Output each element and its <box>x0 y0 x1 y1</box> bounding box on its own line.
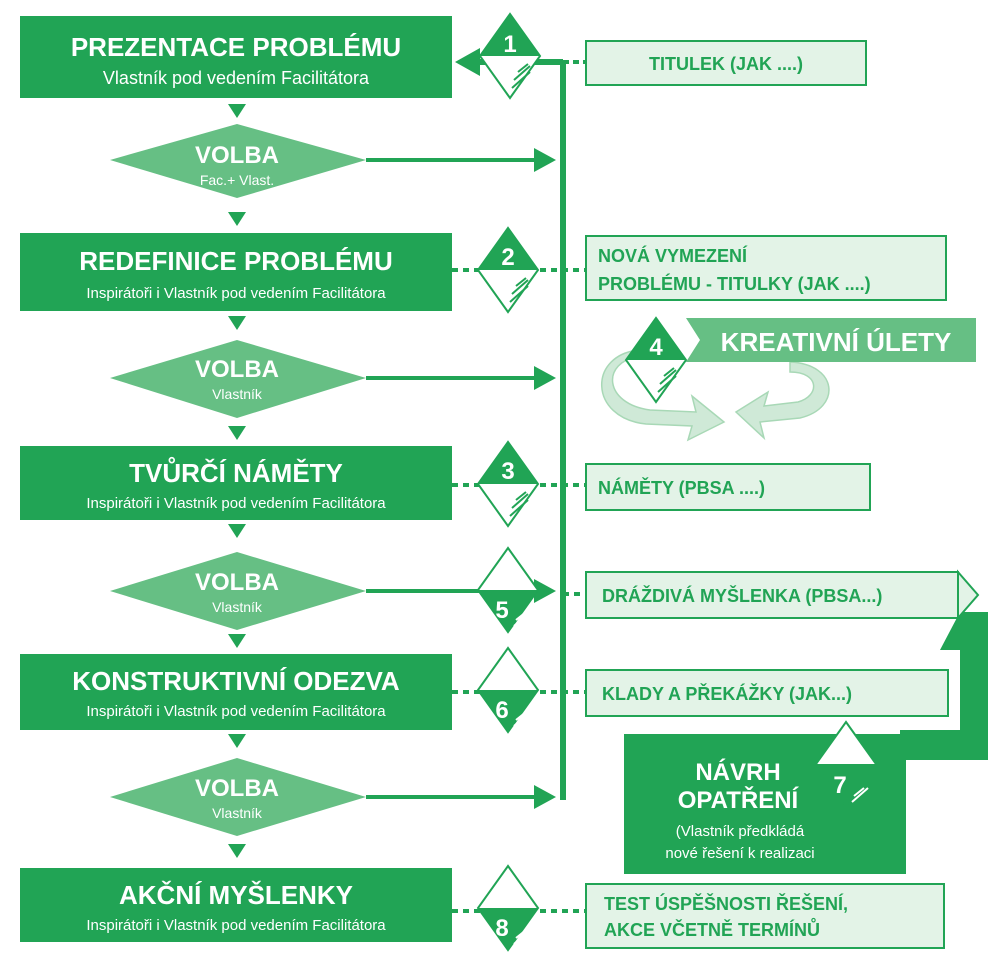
output-text: KLADY A PŘEKÁŽKY (JAK...) <box>602 683 852 704</box>
marker-number: 8 <box>495 915 508 942</box>
down-arrow <box>228 634 246 648</box>
decision-title: VOLBA <box>195 775 279 802</box>
decision-subtitle: Vlastník <box>212 599 263 615</box>
step-box-5: AKČNÍ MYŠLENKY Inspirátoři i Vlastník po… <box>20 868 452 942</box>
step-marker-2: 2 <box>476 226 540 314</box>
down-arrow <box>228 844 246 858</box>
decision-title: VOLBA <box>195 142 279 169</box>
marker-number: 3 <box>501 458 514 485</box>
step-title: PREZENTACE PROBLÉMU <box>71 32 401 62</box>
output-text: DRÁŽDIVÁ MYŠLENKA (PBSA...) <box>602 585 882 606</box>
output-text: NOVÁ VYMEZENÍ <box>598 245 748 266</box>
step-title: TVŮRČÍ NÁMĚTY <box>129 456 343 488</box>
step-marker-3: 3 <box>476 440 540 528</box>
feedback-arrow <box>900 612 988 760</box>
marker-number: 2 <box>501 244 514 271</box>
output-box-drazdiva: DRÁŽDIVÁ MYŠLENKA (PBSA...) <box>585 569 980 621</box>
navrh-title: NÁVRH <box>695 758 780 786</box>
output-text: TITULEK (JAK ....) <box>649 54 803 74</box>
step-marker-4: 4 <box>624 316 688 404</box>
marker-number: 5 <box>495 597 508 624</box>
step-box-4: KONSTRUKTIVNÍ ODEZVA Inspirátoři i Vlast… <box>20 654 452 730</box>
step-box-3: TVŮRČÍ NÁMĚTY Inspirátoři i Vlastník pod… <box>20 446 452 520</box>
down-arrows <box>228 104 246 858</box>
step-subtitle: Inspirátoři i Vlastník pod vedením Facil… <box>86 285 386 302</box>
down-arrow <box>228 316 246 330</box>
step-marker-1: 1 <box>478 12 542 100</box>
output-box-namety: NÁMĚTY (PBSA ....) <box>585 463 871 511</box>
output-box-titulek: TITULEK (JAK ....) <box>585 40 867 86</box>
output-box-klady: KLADY A PŘEKÁŽKY (JAK...) <box>585 669 949 717</box>
output-box-nova-vymezeni: NOVÁ VYMEZENÍ PROBLÉMU - TITULKY (JAK ..… <box>585 235 947 301</box>
kreativni-ulety-banner: KREATIVNÍ ÚLETY <box>686 318 976 362</box>
step-subtitle: Inspirátoři i Vlastník pod vedením Facil… <box>86 495 386 512</box>
connectors <box>366 48 586 913</box>
step-marker-6: 6 <box>476 646 540 734</box>
decision-subtitle: Vlastník <box>212 805 263 821</box>
creative-cycle-arrows <box>601 349 830 442</box>
navrh-subtitle: (Vlastník předkládá <box>676 823 805 840</box>
decision-subtitle: Vlastník <box>212 386 263 402</box>
decision-subtitle: Fac.+ Vlast. <box>200 172 274 188</box>
navrh-title: OPATŘENÍ <box>678 786 800 814</box>
step-title: REDEFINICE PROBLÉMU <box>79 246 392 276</box>
step-marker-7: 7 <box>814 720 878 808</box>
step-subtitle: Inspirátoři i Vlastník pod vedením Facil… <box>86 703 386 720</box>
marker-number: 1 <box>503 31 516 58</box>
output-text: TEST ÚSPĚŠNOSTI ŘEŠENÍ, <box>604 893 848 914</box>
output-box-test: TEST ÚSPĚŠNOSTI ŘEŠENÍ, AKCE VČETNĚ TERM… <box>585 883 945 949</box>
decision-diamond-3: VOLBA Vlastník <box>110 552 366 630</box>
step-box-1: PREZENTACE PROBLÉMU Vlastník pod vedením… <box>20 16 452 98</box>
marker-number: 4 <box>649 334 663 361</box>
down-arrow <box>228 104 246 118</box>
output-text: NÁMĚTY (PBSA ....) <box>598 477 765 498</box>
step-box-2: REDEFINICE PROBLÉMU Inspirátoři i Vlastn… <box>20 233 452 311</box>
decision-diamond-4: VOLBA Vlastník <box>110 758 366 836</box>
marker-number: 7 <box>833 772 846 799</box>
step-marker-5: 5 <box>476 546 540 634</box>
step-subtitle: Inspirátoři i Vlastník pod vedením Facil… <box>86 917 386 934</box>
decision-title: VOLBA <box>195 356 279 383</box>
down-arrow <box>228 524 246 538</box>
step-title: AKČNÍ MYŠLENKY <box>119 880 353 910</box>
decision-title: VOLBA <box>195 569 279 596</box>
down-arrow <box>228 734 246 748</box>
kreativni-label: KREATIVNÍ ÚLETY <box>721 327 952 357</box>
step-subtitle: Vlastník pod vedením Facilitátora <box>103 68 370 88</box>
output-text: PROBLÉMU - TITULKY (JAK ....) <box>598 273 871 294</box>
navrh-subtitle: nové řešení k realizaci <box>665 845 814 862</box>
down-arrow <box>228 212 246 226</box>
down-arrow <box>228 426 246 440</box>
decision-diamond-2: VOLBA Vlastník <box>110 340 366 418</box>
step-title: KONSTRUKTIVNÍ ODEZVA <box>72 666 400 696</box>
decision-diamond-1: VOLBA Fac.+ Vlast. <box>110 124 366 198</box>
marker-number: 6 <box>495 697 508 724</box>
step-marker-8: 8 <box>476 864 540 952</box>
output-text: AKCE VČETNĚ TERMÍNŮ <box>604 918 820 940</box>
